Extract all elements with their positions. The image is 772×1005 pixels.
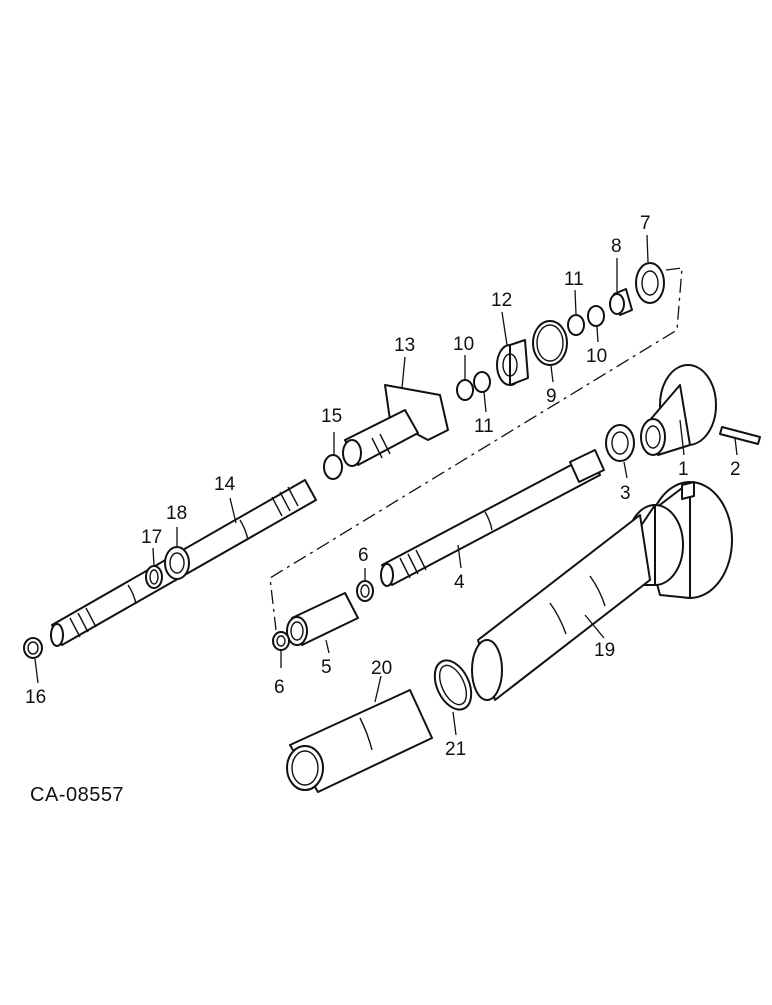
part-4-shaft (380, 449, 605, 587)
callout-21: 21 (445, 739, 466, 760)
part-5-sleeve (286, 592, 359, 646)
part-11-ring-right (567, 314, 585, 336)
callout-2: 2 (730, 459, 741, 480)
callout-5: 5 (321, 657, 332, 678)
callout-18: 18 (166, 503, 187, 524)
part-17-ring (145, 565, 163, 589)
callout-19: 19 (594, 640, 615, 661)
callout-8: 8 (611, 236, 622, 257)
callout-11-right: 11 (564, 269, 584, 290)
part-10-ring-right (587, 305, 605, 327)
callout-4: 4 (454, 572, 465, 593)
part-15-oring (323, 454, 343, 480)
part-8-spacer (609, 288, 633, 316)
part-1-flange-hub (640, 364, 717, 456)
part-11-ring-left (473, 371, 491, 393)
callout-17: 17 (141, 527, 162, 548)
leader-lines (34, 234, 738, 736)
callout-11-left: 11 (474, 416, 494, 437)
drawing-code: CA-08557 (30, 784, 124, 806)
callout-6-lower: 6 (274, 677, 285, 698)
callout-15: 15 (321, 406, 342, 427)
callout-13: 13 (394, 335, 415, 356)
part-6-ring-upper (356, 580, 374, 602)
part-10-ring-left (456, 379, 474, 401)
callout-16: 16 (25, 687, 46, 708)
part-6-ring-lower (272, 631, 290, 651)
callout-10-right: 10 (586, 346, 607, 367)
part-16-ring (23, 637, 43, 659)
callout-3: 3 (620, 483, 631, 504)
callout-20: 20 (371, 658, 392, 679)
callout-10-left: 10 (453, 334, 474, 355)
part-21-clamp (433, 659, 473, 711)
callout-1: 1 (678, 459, 689, 480)
part-20-tube (286, 689, 433, 793)
callout-9: 9 (546, 386, 557, 407)
part-19-housing-tube (471, 481, 733, 701)
callout-12: 12 (491, 290, 512, 311)
part-3-bearing (605, 424, 635, 462)
part-9-snap-ring (532, 320, 568, 366)
callout-labels: 1 2 3 4 5 6 6 7 8 9 10 10 11 11 12 13 14… (25, 213, 741, 760)
part-7-seal (635, 262, 665, 304)
part-2-pin (719, 426, 761, 445)
centerline-upper (269, 267, 683, 631)
part-13-housing (342, 384, 449, 467)
callout-14: 14 (214, 474, 236, 495)
part-12-roller-bearing (496, 339, 529, 386)
part-18-bearing (164, 546, 190, 580)
callout-6-upper: 6 (358, 545, 369, 566)
callout-7: 7 (640, 213, 651, 234)
